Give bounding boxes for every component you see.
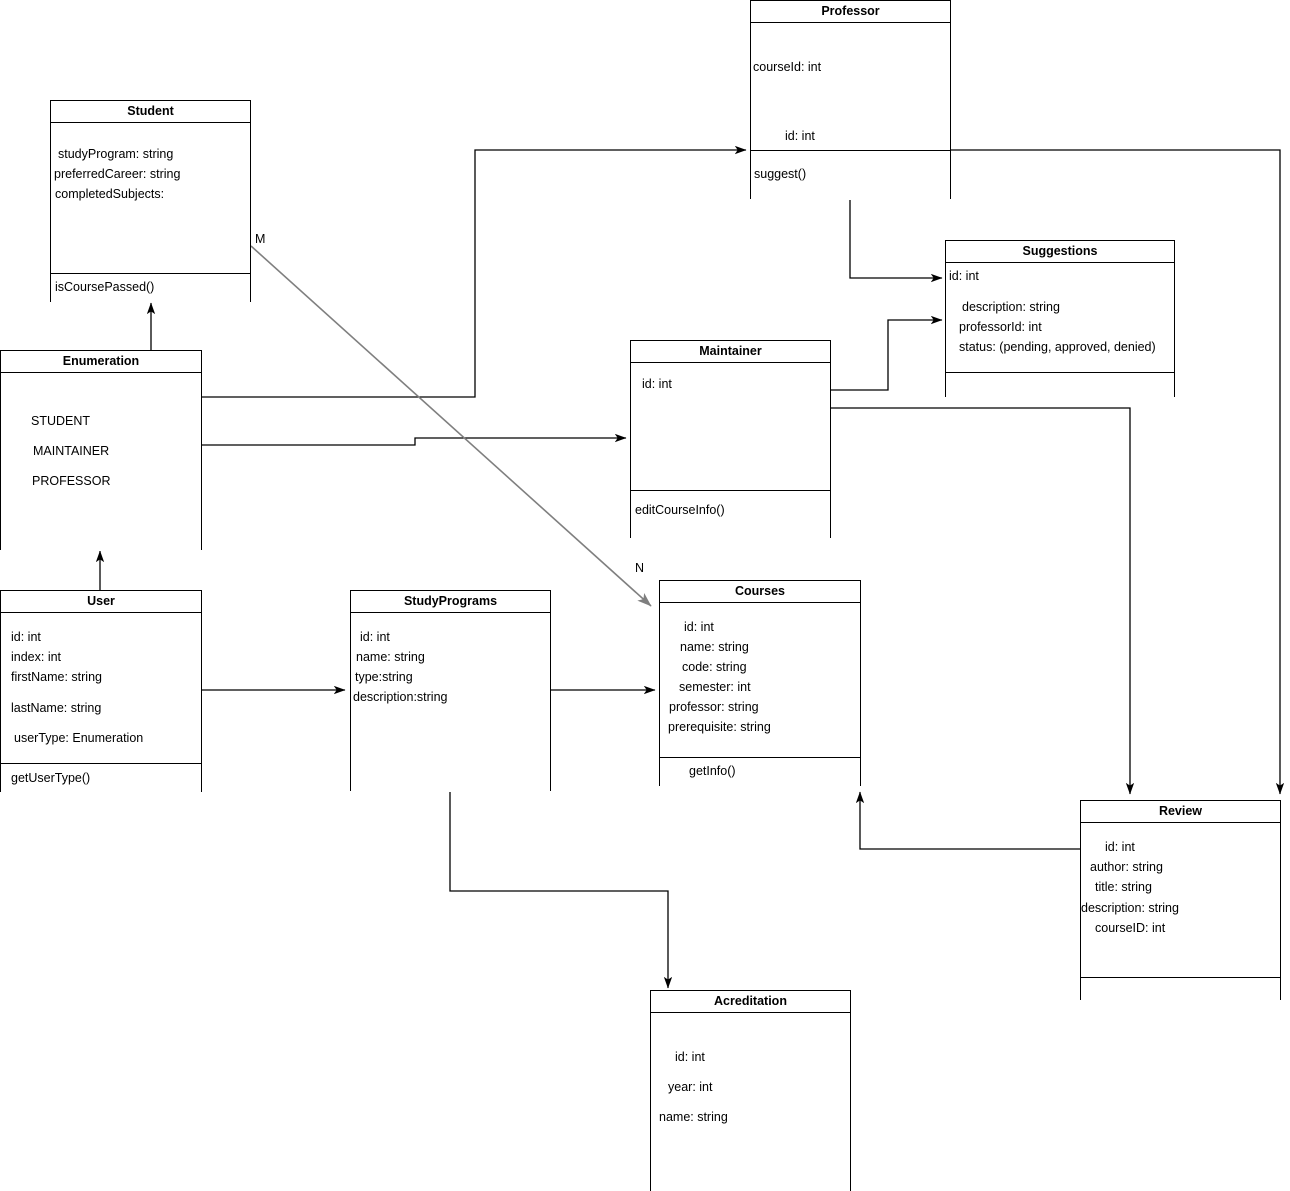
attribute-row: id: int <box>360 630 390 644</box>
attribute-row: name: string <box>356 650 425 664</box>
attribute-row: type:string <box>355 670 413 684</box>
attribute-row: id: int <box>684 620 714 634</box>
class-box-student[interactable]: Student studyProgram: string preferredCa… <box>50 100 251 302</box>
class-box-studyprograms[interactable]: StudyPrograms id: int name: string type:… <box>350 590 551 792</box>
attribute-row: MAINTAINER <box>33 444 110 458</box>
class-attributes-suggestions: id: int description: string professorId:… <box>946 263 1174 373</box>
class-title-acreditation: Acreditation <box>651 991 850 1013</box>
class-title-user: User <box>1 591 201 613</box>
edge-review-to-courses <box>855 791 1080 850</box>
attribute-row: semester: int <box>679 680 751 694</box>
class-operations-review <box>1081 978 1280 1000</box>
attribute-row: name: string <box>659 1110 728 1124</box>
attribute-row: status: (pending, approved, denied) <box>959 340 1156 354</box>
attribute-row: id: int <box>11 630 41 644</box>
class-operations-student: isCoursePassed() <box>51 274 250 302</box>
edge-professor-to-suggestions <box>849 200 943 283</box>
class-box-enumeration[interactable]: Enumeration STUDENT MAINTAINER PROFESSOR <box>0 350 202 551</box>
class-attributes-user: id: int index: int firstName: string las… <box>1 613 201 764</box>
attribute-row: index: int <box>11 650 62 664</box>
attribute-row: professor: string <box>669 700 759 714</box>
attribute-row: id: int <box>642 377 672 391</box>
class-box-maintainer[interactable]: Maintainer id: int editCourseInfo() <box>630 340 831 538</box>
class-title-review: Review <box>1081 801 1280 823</box>
class-attributes-student: studyProgram: string preferredCareer: st… <box>51 123 250 274</box>
class-box-courses[interactable]: Courses id: int name: string code: strin… <box>659 580 861 786</box>
attribute-row: userType: Enumeration <box>14 731 144 745</box>
class-box-acreditation[interactable]: Acreditation id: int year: int name: str… <box>650 990 851 1191</box>
edge-maintainer-to-review <box>831 407 1135 795</box>
class-box-suggestions[interactable]: Suggestions id: int description: string … <box>945 240 1175 399</box>
attribute-row: description:string <box>353 690 448 704</box>
edge-maintainer-to-suggestions <box>831 315 943 391</box>
class-attributes-professor: courseId: int id: int <box>751 23 950 151</box>
class-attributes-courses: id: int name: string code: string semest… <box>660 603 860 758</box>
edge-label-multiplicity-n: N <box>635 561 645 575</box>
attribute-row: lastName: string <box>11 701 102 715</box>
attribute-row: prerequisite: string <box>668 720 771 734</box>
class-title-suggestions: Suggestions <box>946 241 1174 263</box>
class-box-user[interactable]: User id: int index: int firstName: strin… <box>0 590 202 792</box>
attribute-row: courseID: int <box>1095 921 1166 935</box>
class-attributes-acreditation: id: int year: int name: string <box>651 1013 850 1191</box>
attribute-row: preferredCareer: string <box>54 167 181 181</box>
edge-studyprograms-to-acreditation <box>449 791 673 989</box>
class-operations-professor: suggest() <box>751 151 950 199</box>
operation-row: isCoursePassed() <box>55 280 155 294</box>
edge-label-multiplicity-m: M <box>255 232 266 246</box>
class-title-maintainer: Maintainer <box>631 341 830 363</box>
class-box-professor[interactable]: Professor courseId: int id: int suggest(… <box>750 0 951 199</box>
class-operations-courses: getInfo() <box>660 758 860 786</box>
class-title-courses: Courses <box>660 581 860 603</box>
class-attributes-studyprograms: id: int name: string type:string descrip… <box>351 613 550 792</box>
class-title-enumeration: Enumeration <box>1 351 201 373</box>
attribute-row: id: int <box>675 1050 705 1064</box>
operation-row: editCourseInfo() <box>635 503 725 517</box>
class-title-student: Student <box>51 101 250 123</box>
edge-enumeration-to-maintainer <box>202 433 627 446</box>
attribute-row: code: string <box>682 660 747 674</box>
class-operations-suggestions <box>946 373 1174 399</box>
class-title-studyprograms: StudyPrograms <box>351 591 550 613</box>
attribute-row: year: int <box>668 1080 713 1094</box>
attribute-row: id: int <box>949 269 979 283</box>
class-operations-maintainer: editCourseInfo() <box>631 491 830 538</box>
attribute-row: professorId: int <box>959 320 1042 334</box>
attribute-row: studyProgram: string <box>58 147 174 161</box>
attribute-row: STUDENT <box>31 414 91 428</box>
attribute-row: firstName: string <box>11 670 102 684</box>
class-attributes-maintainer: id: int <box>631 363 830 491</box>
attribute-row: completedSubjects: <box>55 187 165 201</box>
class-title-professor: Professor <box>751 1 950 23</box>
class-box-review[interactable]: Review id: int author: string title: str… <box>1080 800 1281 1000</box>
attribute-row: id: int <box>1105 840 1135 854</box>
attribute-row: description: string <box>962 300 1060 314</box>
attribute-row: PROFESSOR <box>32 474 111 488</box>
attribute-row: author: string <box>1090 860 1163 874</box>
attribute-row: title: string <box>1095 880 1152 894</box>
attribute-row: name: string <box>680 640 749 654</box>
attribute-row: id: int <box>785 129 815 143</box>
class-attributes-review: id: int author: string title: string des… <box>1081 823 1280 978</box>
attribute-row: description: string <box>1081 901 1179 915</box>
edge-student-to-courses <box>250 245 652 607</box>
operation-row: getInfo() <box>689 764 736 778</box>
operation-row: getUserType() <box>11 771 91 785</box>
attribute-row: courseId: int <box>753 60 822 74</box>
class-attributes-enumeration: STUDENT MAINTAINER PROFESSOR <box>1 373 201 551</box>
class-operations-user: getUserType() <box>1 764 201 792</box>
operation-row: suggest() <box>754 167 807 181</box>
